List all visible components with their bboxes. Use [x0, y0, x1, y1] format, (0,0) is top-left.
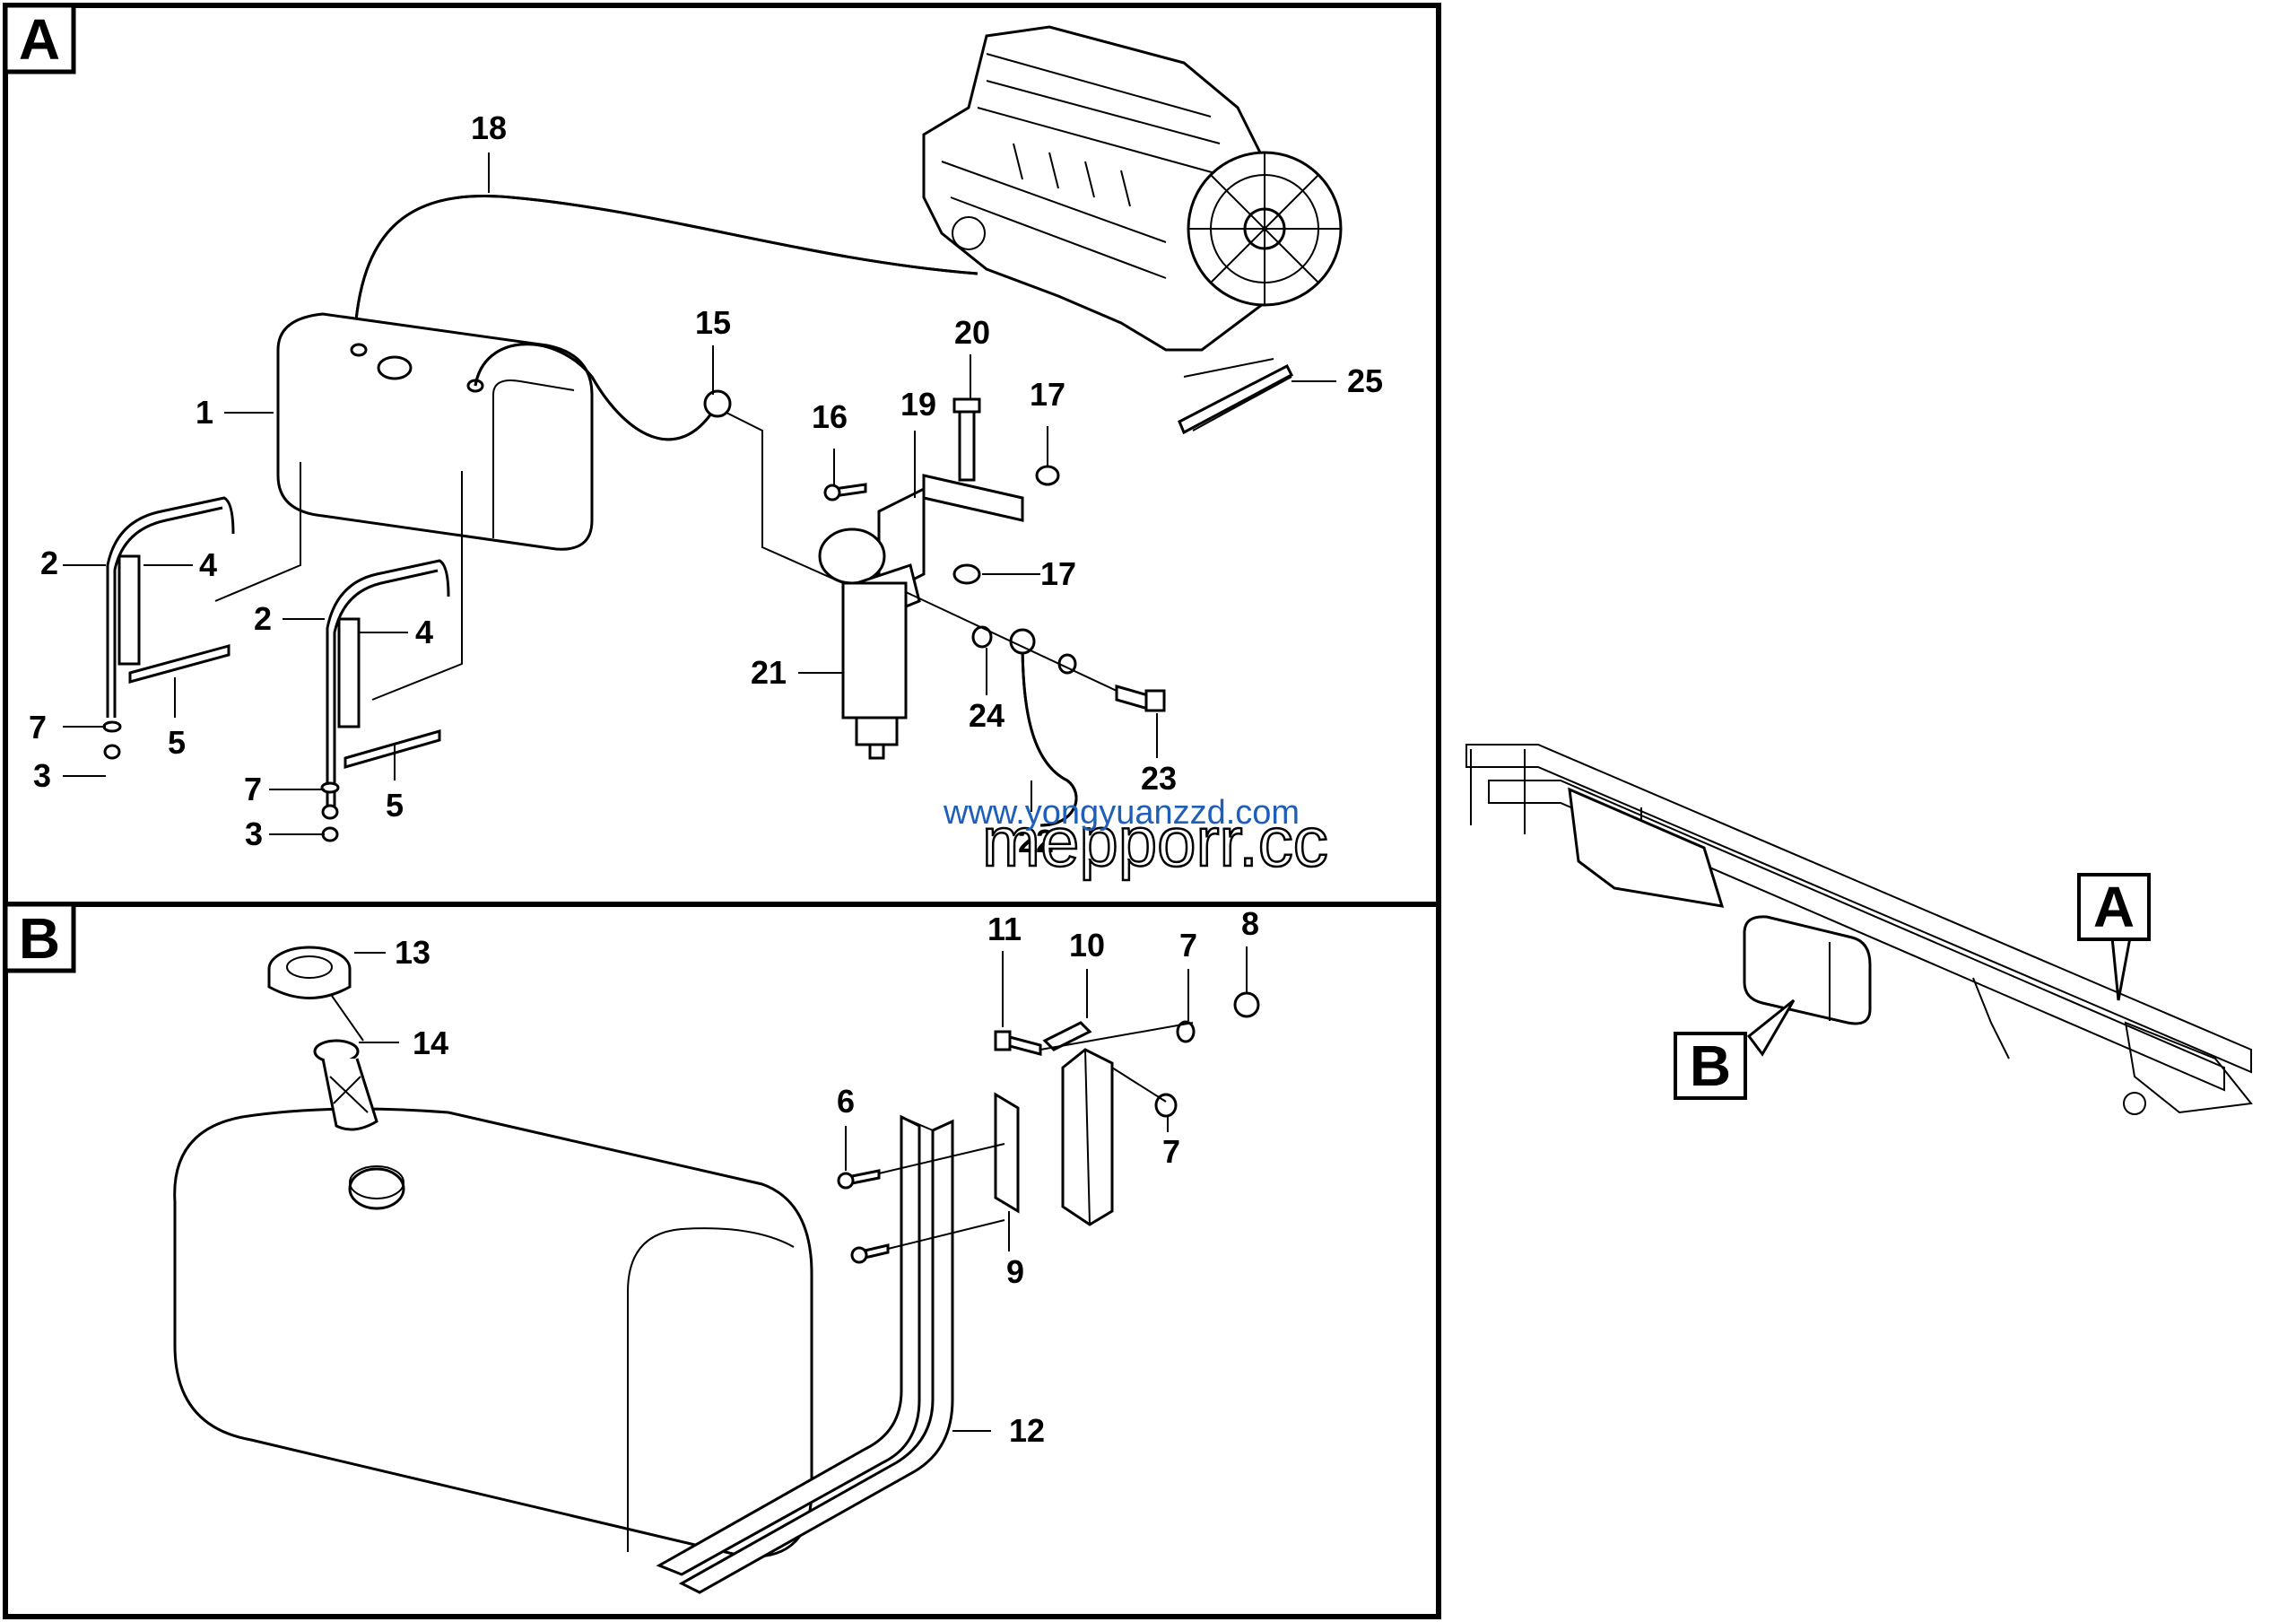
panel-a: A: [3, 3, 1441, 907]
callout-7: 7: [1162, 1133, 1180, 1170]
callout-3: 3: [33, 757, 51, 794]
watermark-url: www.yongyuanzzd.com: [943, 794, 1300, 832]
callout-4: 4: [415, 614, 433, 650]
callout-11: 11: [987, 911, 1022, 947]
callout-23: 23: [1141, 760, 1177, 797]
chassis-overview: A B: [1465, 744, 2253, 1115]
watermark-brand: mepporr.cc: [982, 802, 1328, 881]
callout-24: 24: [969, 697, 1004, 734]
callout-6: 6: [837, 1083, 855, 1120]
callout-1: 1: [196, 394, 213, 431]
callout-25: 25: [1347, 362, 1383, 399]
callout-2: 2: [40, 545, 58, 581]
fuel-tank-1: [276, 312, 594, 551]
callout-20: 20: [954, 314, 990, 351]
callout-5: 5: [386, 787, 404, 824]
callout-19: 19: [900, 386, 936, 423]
callout-7: 7: [1179, 927, 1197, 964]
callout-21: 21: [751, 654, 787, 691]
overview-label-a: A: [2093, 875, 2135, 939]
callout-10: 10: [1069, 927, 1105, 964]
panel-b-label: B: [19, 906, 60, 971]
engine-illustration: [922, 25, 1343, 352]
fuel-filter-21: [818, 528, 921, 760]
callout-17: 17: [1030, 376, 1065, 413]
callout-8: 8: [1241, 905, 1259, 942]
callout-12: 12: [1009, 1412, 1045, 1449]
callout-22: 22: [1018, 823, 1054, 859]
callout-18: 18: [471, 109, 507, 146]
panel-b: B: [3, 902, 1441, 1619]
callout-17: 17: [1040, 555, 1076, 592]
callout-14: 14: [413, 1025, 448, 1061]
callout-15: 15: [695, 304, 731, 341]
fuel-tank-large: [173, 1107, 813, 1558]
callout-5: 5: [168, 724, 186, 761]
overview-label-b: B: [1690, 1033, 1731, 1098]
panel-a-label: A: [19, 7, 60, 72]
callout-7: 7: [29, 709, 47, 746]
callout-3: 3: [245, 815, 263, 852]
callout-9: 9: [1006, 1253, 1024, 1290]
callout-7: 7: [244, 771, 262, 807]
callout-16: 16: [812, 398, 848, 435]
callout-4: 4: [199, 546, 217, 583]
callout-13: 13: [395, 934, 430, 971]
callout-2: 2: [254, 600, 272, 637]
